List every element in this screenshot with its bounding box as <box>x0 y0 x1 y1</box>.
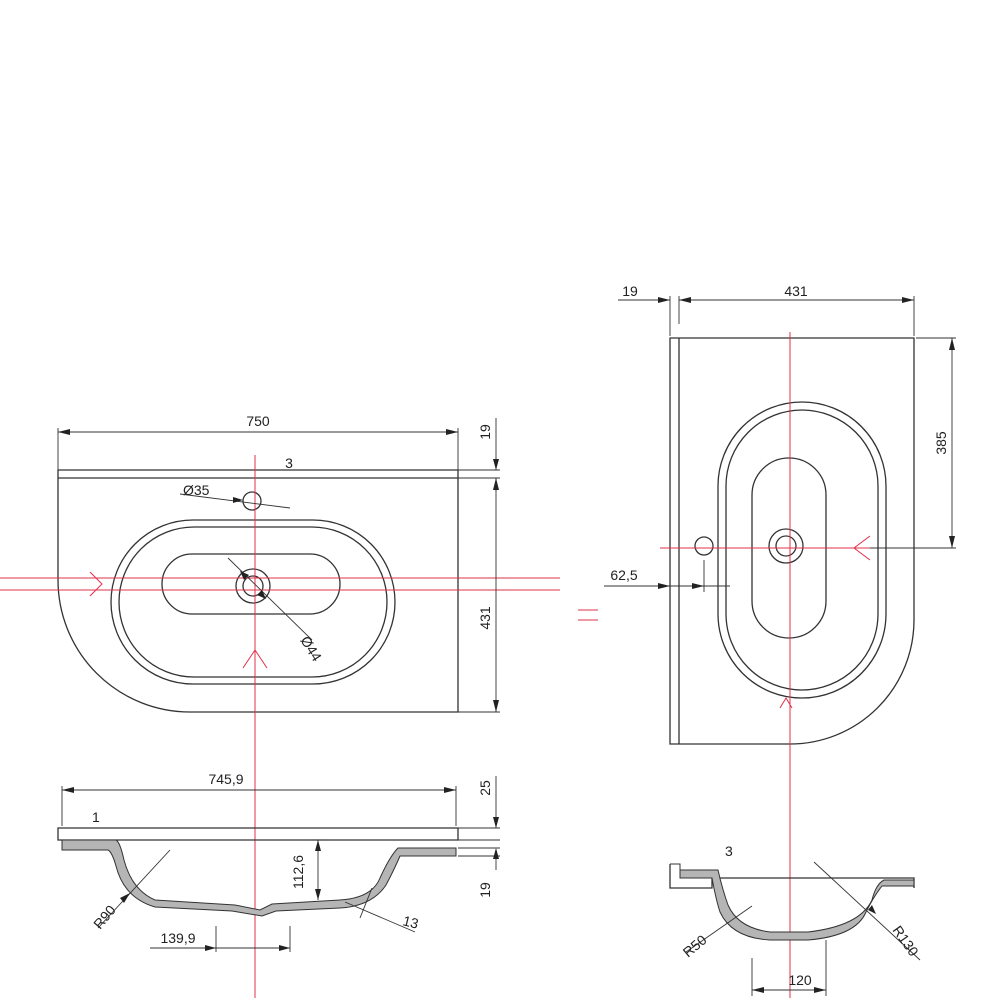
dim-front-bottom: 19 <box>477 882 493 898</box>
side-outline <box>669 337 915 745</box>
side-bowl-inner <box>725 409 879 691</box>
dim-depth: 431 <box>477 606 493 630</box>
dim-side-axis: 385 <box>933 431 949 455</box>
top-view: 750 3 19 431 Ø35 Ø44 <box>0 413 598 998</box>
dim-side-depth: 431 <box>784 283 808 299</box>
dim-edge: 3 <box>285 455 293 471</box>
dim-side-offset: 62,5 <box>610 567 637 583</box>
dim-side-rim: 19 <box>622 283 638 299</box>
dim-wall: 13 <box>401 912 420 931</box>
label-1: 1 <box>92 809 100 825</box>
section-arrow-up <box>242 649 268 669</box>
dim-side-radius-small: R50 <box>680 931 710 960</box>
dim-tap-hole: Ø35 <box>183 482 210 498</box>
drain-outer-circle <box>235 568 271 604</box>
side-overflow-hole <box>694 536 714 556</box>
tap-hole <box>242 491 262 511</box>
side-bowl-outline <box>717 401 887 699</box>
side-drain-outer <box>768 528 804 564</box>
dim-radius: R90 <box>90 902 119 932</box>
drain-recess <box>161 553 341 615</box>
bowl-inner-outline <box>118 526 388 678</box>
dim-side-radius-large: R130 <box>890 923 922 960</box>
front-section: 745,9 1 25 19 112,6 R90 13 139,9 <box>57 771 500 952</box>
dim-side-drain-width: 120 <box>788 972 812 988</box>
side-view: 19 431 385 62,5 <box>604 283 956 998</box>
dim-width: 750 <box>246 413 270 429</box>
side-section: 3 R50 R130 120 <box>669 843 922 996</box>
drain-inner-circle <box>242 575 264 597</box>
dim-bowl-depth: 112,6 <box>290 855 306 889</box>
section-top-slab <box>57 827 459 841</box>
dim-drain-offset: 139,9 <box>160 930 195 946</box>
label-3: 3 <box>725 843 733 859</box>
side-arrow-up <box>779 697 793 709</box>
side-section-hatch <box>670 863 915 941</box>
section-arrow-right <box>89 571 103 597</box>
side-arrow-left <box>853 535 871 561</box>
dim-drain: Ø44 <box>297 633 325 664</box>
side-drain-inner <box>775 535 797 557</box>
basin-outline <box>57 469 459 713</box>
dim-front-width: 745,9 <box>208 771 243 787</box>
section-hatch-profile <box>61 839 457 917</box>
dim-front-top: 25 <box>477 780 493 796</box>
bowl-outline <box>110 519 396 685</box>
dim-rim: 19 <box>477 424 493 440</box>
